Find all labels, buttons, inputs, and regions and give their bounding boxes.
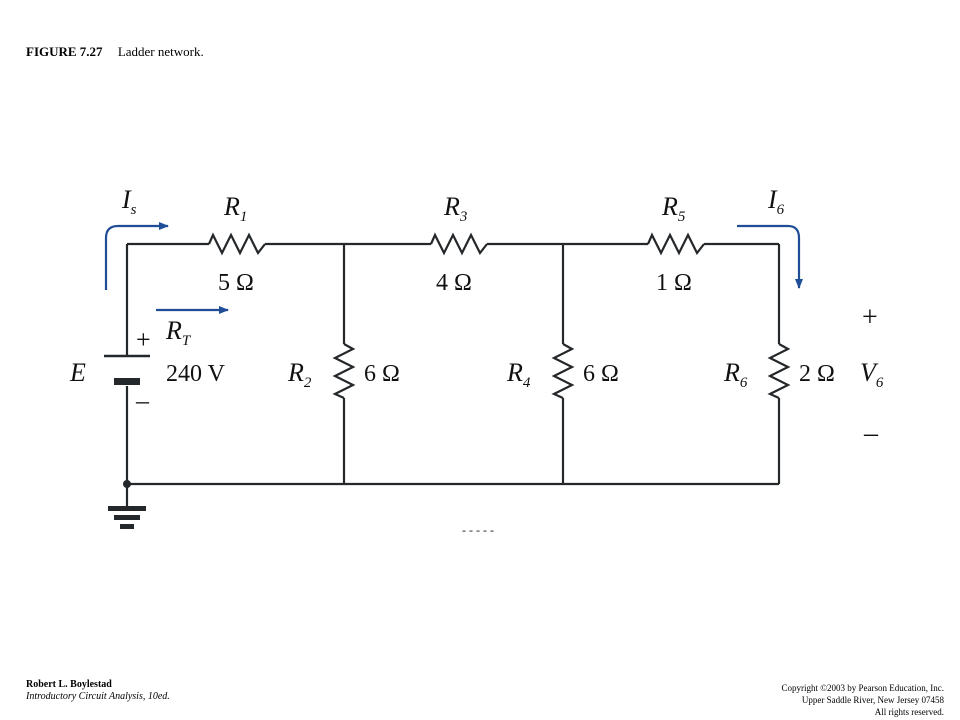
footer-credits: Robert L. Boylestad Introductory Circuit… <box>26 679 170 703</box>
load-voltage-plus: + <box>862 302 878 333</box>
r4-name: R4 <box>506 358 531 391</box>
r1-value: 5 Ω <box>218 270 254 296</box>
resistor-r6 <box>767 343 791 400</box>
source-current-label: Is <box>121 185 137 218</box>
figure-number: FIGURE 7.27 <box>26 44 103 59</box>
copyright-line: All rights reserved. <box>874 707 944 717</box>
load-voltage-label: V6 <box>860 358 884 391</box>
source-value: 240 V <box>166 361 226 387</box>
r2-value: 6 Ω <box>364 361 400 387</box>
ground-icon <box>108 480 146 529</box>
figure-caption: FIGURE 7.27 Ladder network. <box>26 44 204 60</box>
footer-book: Introductory Circuit Analysis, 10ed. <box>26 691 170 702</box>
source-name: E <box>69 358 86 387</box>
source-plus-sign: + <box>136 325 151 354</box>
input-resistance-label: RT <box>165 316 192 349</box>
copyright-line: Upper Saddle River, New Jersey 07458 <box>801 695 944 705</box>
r3-name: R3 <box>443 192 467 225</box>
resistor-r4 <box>551 343 575 400</box>
r3-value: 4 Ω <box>436 270 472 296</box>
copyright-line: Copyright ©2003 by Pearson Education, In… <box>781 683 944 693</box>
r1-name: R1 <box>223 192 247 225</box>
figure-title: Ladder network. <box>117 44 204 59</box>
r6-value: 2 Ω <box>799 361 835 387</box>
load-current-arrow <box>737 224 803 289</box>
resistor-r3 <box>429 232 488 256</box>
r2-name: R2 <box>287 358 312 391</box>
r4-value: 6 Ω <box>583 361 619 387</box>
resistor-r1 <box>207 232 266 256</box>
load-current-label: I6 <box>767 185 785 218</box>
footer-copyright: Copyright ©2003 by Pearson Education, In… <box>781 682 944 718</box>
battery-symbol <box>104 354 150 385</box>
source-minus-sign: – <box>135 386 150 415</box>
resistor-r5 <box>646 232 705 256</box>
resistor-r2 <box>332 343 356 400</box>
footer-author: Robert L. Boylestad <box>26 679 112 690</box>
placeholder-text: - - - - - <box>462 523 494 537</box>
load-voltage-minus: – <box>863 418 879 449</box>
r5-name: R5 <box>661 192 686 225</box>
source-current-arrow <box>104 222 169 290</box>
r5-value: 1 Ω <box>656 270 692 296</box>
r6-name: R6 <box>723 358 748 391</box>
